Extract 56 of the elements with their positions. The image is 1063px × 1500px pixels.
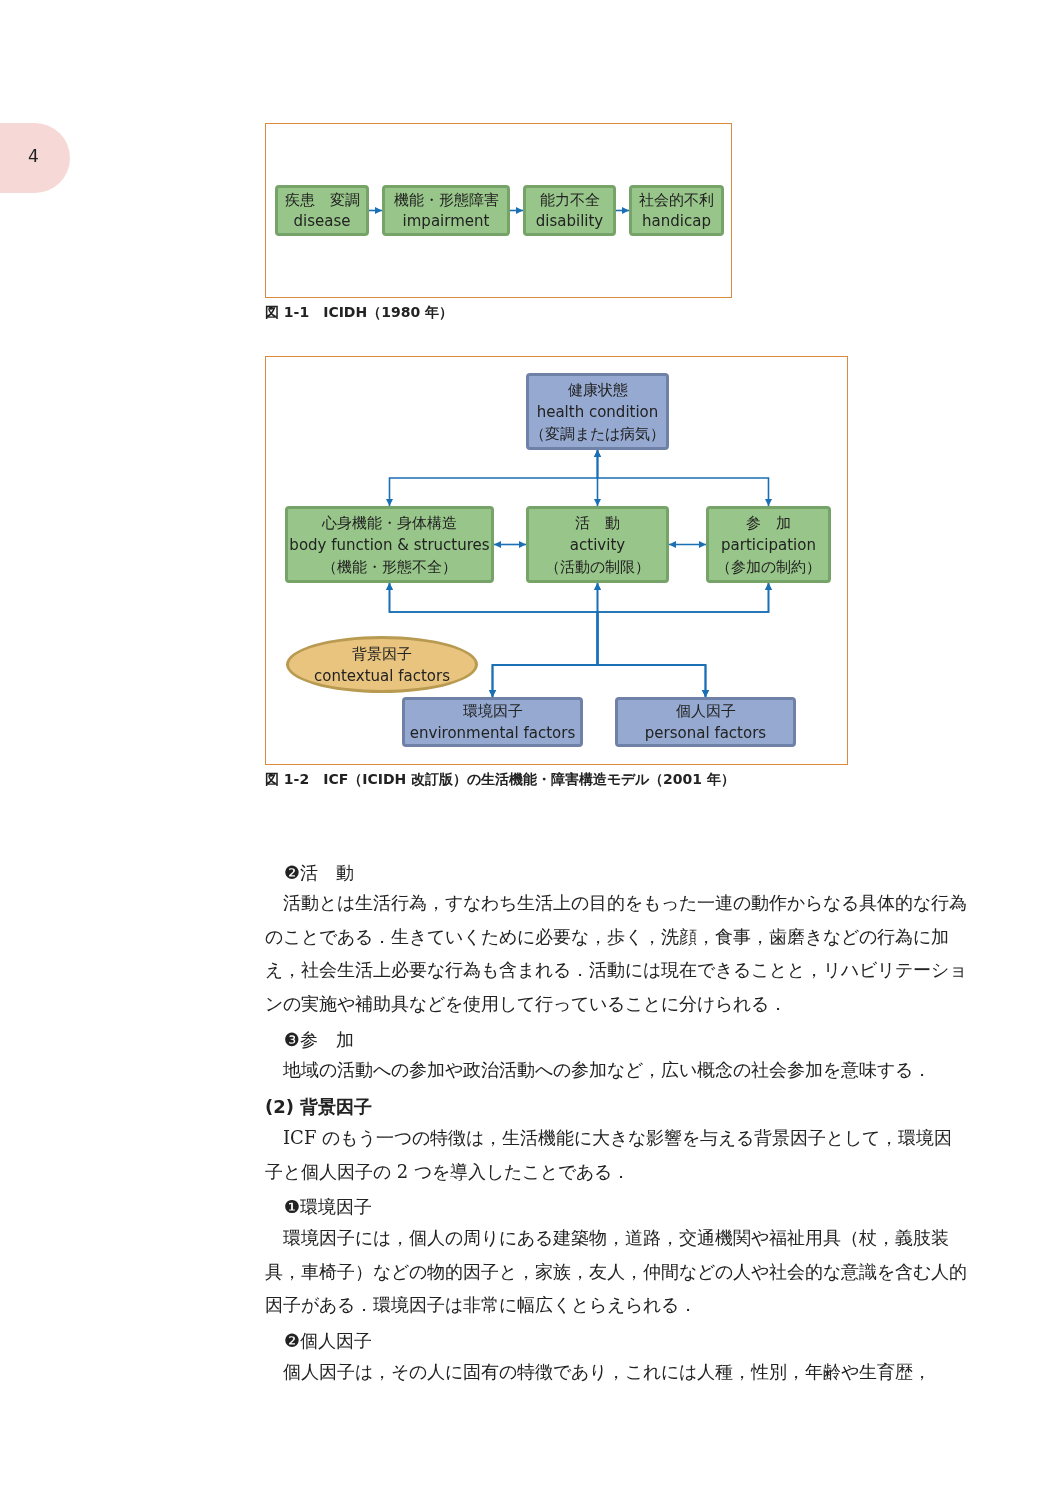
figure-caption: 図 1-1 ICIDH（1980 年） <box>265 304 455 322</box>
node-label: 社会的不利 <box>639 189 714 211</box>
node-label: 個人因子 <box>675 701 736 722</box>
node-label: （変調または病気） <box>530 423 665 445</box>
node-label: 機能・形態障害 <box>393 189 499 211</box>
arrow <box>493 541 527 548</box>
process-box <box>523 185 616 236</box>
arrow <box>668 541 707 548</box>
arrow <box>596 582 772 698</box>
arrow <box>615 207 630 214</box>
node-label: contextual factors <box>314 665 450 687</box>
process-box <box>382 185 510 236</box>
paragraph: 活動とは生活行為，すなわち生活上の目的をもった一連の動作からなる具体的な行為のことである．生きていくために必要な，歩く，洗顔，食事，歯磨きなどの行為に加え，社会生活上必要な行為も含まれる．活動には現在できることと，リハビリテーションの実施や補助具などを使用して行っていることに分けられる． <box>265 891 967 1016</box>
factor-box <box>526 373 669 450</box>
node-label: participation <box>721 534 816 556</box>
arrow <box>594 449 772 507</box>
process-box <box>526 506 669 583</box>
node-label: 参 加 <box>746 512 791 534</box>
process-box <box>275 185 369 236</box>
paragraph: 地域の活動への参加や政治活動への参加など，広い概念の社会参加を意味する． <box>282 1058 932 1082</box>
page-number: 4 <box>28 146 39 166</box>
node-label: health condition <box>536 401 659 423</box>
node-label: （機能・形態不全） <box>322 556 457 578</box>
section-heading: (2) 背景因子 <box>265 1095 373 1119</box>
node-label: impairment <box>402 210 490 232</box>
factor-box <box>402 697 583 747</box>
node-label: disease <box>293 210 351 232</box>
node-label: personal factors <box>644 723 767 744</box>
process-box <box>285 506 494 583</box>
node-label: 健康状態 <box>567 379 628 401</box>
node-label: environmental factors <box>409 723 576 744</box>
section-heading: ❷活 動 <box>284 861 355 885</box>
node-label: 環境因子 <box>462 701 523 722</box>
node-label: activity <box>569 534 626 556</box>
process-box <box>629 185 724 236</box>
node-label: 疾患 変調 <box>284 189 360 211</box>
paragraph: ICF のもう一つの特徴は，生活機能に大きな影響を与える背景因子として，環境因子と個人因子の 2 つを導入したことである． <box>265 1126 954 1184</box>
process-box <box>706 506 831 583</box>
node-label: 背景因子 <box>352 643 412 665</box>
arrow <box>509 207 524 214</box>
arrow <box>368 207 383 214</box>
section-heading: ❸参 加 <box>284 1028 355 1052</box>
section-heading: ❶環境因子 <box>284 1195 373 1219</box>
node-label: 活 動 <box>575 512 620 534</box>
node-label: body function & structures <box>289 534 490 556</box>
node-label: （活動の制限） <box>545 556 650 578</box>
node-label: handicap <box>642 210 711 232</box>
node-label: 能力不全 <box>539 189 600 211</box>
paragraph: 環境因子には，個人の周りにある建築物，道路，交通機関や福祉用具（杖，義肢装具，車椅子）などの物的因子と，家族，友人，仲間などの人や社会的な意識を含む人的因子がある．環境因子は非常に幅広くとらえられる． <box>265 1226 967 1317</box>
node-label: （参加の制約） <box>716 556 821 578</box>
node-label: 心身機能・身体構造 <box>322 512 457 534</box>
node-label: disability <box>535 210 604 232</box>
factor-box <box>615 697 796 747</box>
figure-caption: 図 1-2 ICF（ICIDH 改訂版）の生活機能・障害構造モデル（2001 年） <box>265 771 736 789</box>
section-heading: ❷個人因子 <box>284 1329 373 1353</box>
paragraph: 個人因子は，その人に固有の特徴であり，これには人種，性別，年齢や生育歴， <box>282 1360 932 1384</box>
